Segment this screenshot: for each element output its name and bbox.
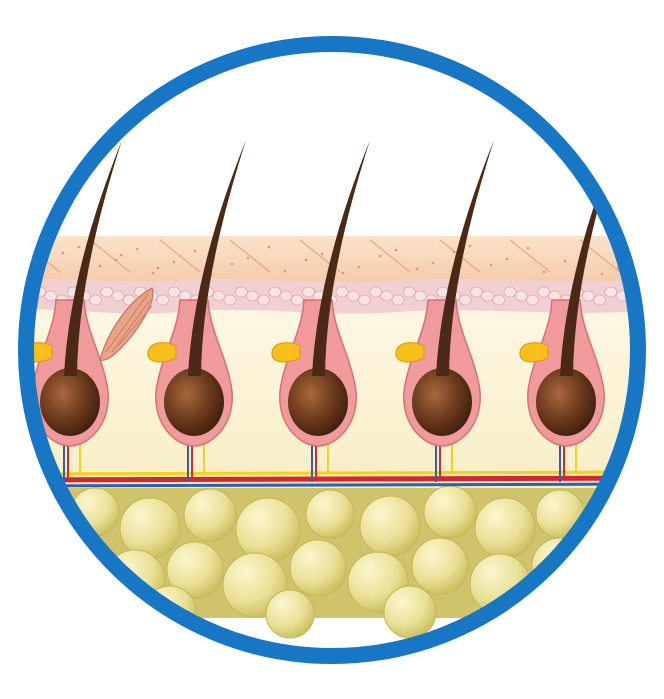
pore-dot [638, 256, 641, 259]
pore-dot [247, 257, 250, 260]
epidermis-cell [370, 287, 382, 297]
pore-dot [432, 262, 435, 265]
surface-line [650, 240, 664, 272]
pore-dot [115, 259, 118, 262]
sebaceous-gland [148, 343, 176, 362]
epidermis-cell [291, 295, 303, 305]
epidermis-cell [90, 295, 102, 305]
epidermis-cell [45, 291, 57, 301]
hair-bulb [412, 368, 472, 436]
epidermis-cell [515, 291, 527, 301]
epidermis-cell [235, 287, 247, 297]
pore-dot [136, 248, 139, 251]
pore-dot [564, 260, 567, 263]
epidermis-cell [347, 291, 359, 301]
epidermis-cell [538, 287, 550, 297]
epidermis-cell [403, 287, 415, 297]
epidermis-cell [482, 291, 494, 301]
pore-dot [358, 266, 361, 269]
sebaceous-gland [396, 343, 424, 362]
pore-dot [527, 247, 530, 250]
epidermis-cell [470, 287, 482, 297]
pore-dot [173, 261, 176, 264]
pore-dot [379, 255, 382, 258]
epidermis-cell [459, 295, 471, 305]
hair-bulb [536, 368, 596, 436]
pore-dot [453, 251, 456, 254]
pore-dot [601, 273, 604, 276]
epidermis-cell [112, 291, 124, 301]
fat-lobule [590, 550, 650, 610]
epidermis-cell [302, 287, 314, 297]
pore-dot [543, 271, 546, 274]
fat-lobule [306, 490, 354, 538]
epidermis-cell [224, 295, 236, 305]
pore-dot [78, 246, 81, 249]
epidermis-cell [414, 291, 426, 301]
epidermis-cell [392, 295, 404, 305]
pore-dot [62, 252, 65, 255]
pore-dot [157, 267, 160, 270]
pore-dot [469, 245, 472, 248]
pore-dot [231, 263, 234, 266]
epidermis-cell [526, 295, 538, 305]
epidermis-cell [269, 287, 281, 297]
fat-lobule [384, 586, 436, 638]
pore-dot [194, 250, 197, 253]
epidermis-cell [258, 295, 270, 305]
pore-dot [395, 249, 398, 252]
epidermis-cell [157, 295, 169, 305]
epidermis-cell [213, 291, 225, 301]
pore-dot [342, 272, 345, 275]
epidermis-cell [280, 291, 292, 301]
pore-dot [99, 265, 102, 268]
pore-dot [9, 245, 12, 248]
fat-lobule [266, 590, 314, 638]
fat-lobule [412, 538, 468, 594]
epidermis-cell [168, 287, 180, 297]
epidermis-cell [605, 287, 617, 297]
epidermis-cell [650, 291, 662, 301]
epidermis-cell [504, 287, 516, 297]
sebaceous-gland [520, 343, 548, 362]
fat-lobule [0, 540, 50, 600]
epidermis-cell [381, 291, 393, 301]
pore-dot [268, 246, 271, 249]
epidermis-cell [493, 295, 505, 305]
fat-lobule [236, 498, 300, 562]
hair-bulb [288, 368, 348, 436]
epidermis-cell [101, 287, 113, 297]
vein [0, 484, 664, 486]
epidermis-cell [11, 291, 23, 301]
sebaceous-gland [272, 343, 300, 362]
pore-dot [321, 253, 324, 256]
pore-dot [284, 270, 287, 273]
pore-dot [25, 269, 28, 272]
fat-lobule [290, 540, 346, 596]
fat-lobule [184, 489, 236, 541]
hair-bulb [164, 368, 224, 436]
epidermis-cell [246, 291, 258, 301]
pore-dot [152, 272, 155, 275]
fat-lobule [36, 586, 84, 634]
epidermis-cell [358, 295, 370, 305]
fat-lobule [475, 498, 535, 558]
pore-dot [120, 254, 123, 257]
pore-dot [654, 250, 657, 253]
fat-lobule [360, 496, 420, 556]
fat-lobule [424, 486, 476, 538]
epidermis-cell [582, 291, 594, 301]
epidermis-cell [594, 295, 606, 305]
epidermis-cell [0, 287, 12, 297]
pore-dot [490, 264, 493, 267]
pore-dot [305, 259, 308, 262]
hair-bulb [40, 368, 100, 436]
pore-dot [416, 268, 419, 271]
fat-lobule [120, 498, 180, 558]
pore-dot [506, 258, 509, 261]
epidermis-cell [336, 287, 348, 297]
fat-lobule [618, 590, 662, 634]
